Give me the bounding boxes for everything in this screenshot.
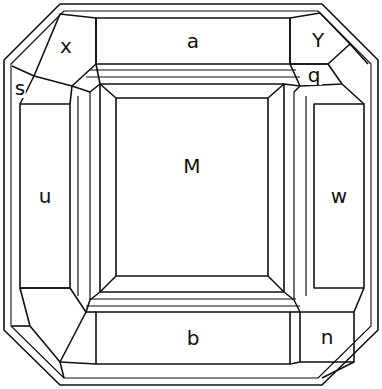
frame (100, 84, 284, 292)
face-label: u (38, 186, 53, 206)
face-label: s (14, 78, 26, 98)
face-label: q (307, 65, 322, 85)
corner-facet (20, 288, 86, 362)
face-label: b (186, 328, 201, 348)
face-q (290, 64, 342, 86)
face-b (96, 312, 290, 364)
face-Y (290, 13, 350, 64)
face-a (96, 18, 290, 64)
border-band (11, 11, 371, 378)
face-x (34, 14, 96, 86)
face-n (300, 312, 354, 362)
face-label: Y (311, 30, 325, 50)
face-label: x (59, 36, 73, 56)
face-label: M (182, 156, 201, 176)
crystal-outline (4, 4, 378, 385)
face-label: n (320, 327, 335, 347)
face-w (314, 104, 364, 288)
face-M (116, 98, 268, 276)
face-u (20, 104, 70, 288)
face-label: w (330, 186, 348, 206)
face-label: a (186, 31, 200, 51)
